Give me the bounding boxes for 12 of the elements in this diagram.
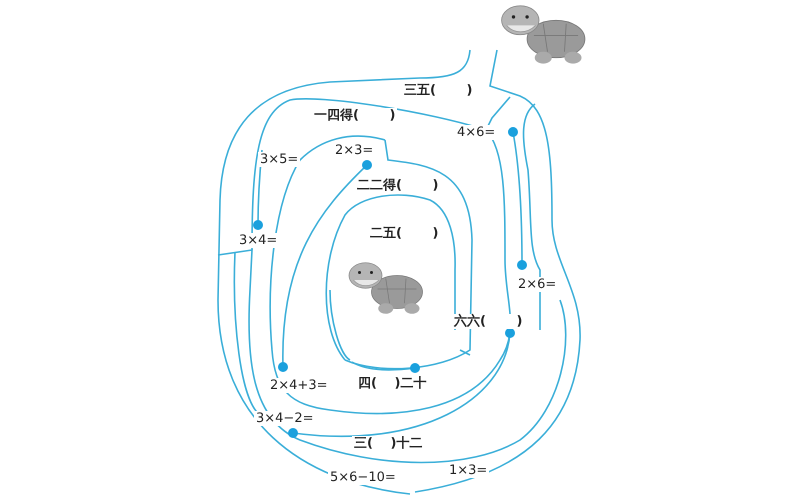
maze-label: 二五( )	[368, 226, 440, 241]
maze-label: 六六( )	[452, 314, 524, 329]
maze-label: 3×5=	[258, 152, 300, 167]
maze-label: 三五( )	[402, 83, 474, 98]
maze-label: 四( )二十	[356, 376, 428, 391]
maze-label: 三( )十二	[352, 436, 424, 451]
maze-label: 3×4−2=	[254, 411, 316, 426]
maze-label: 一四得( )	[312, 108, 398, 123]
maze-label: 3×4=	[237, 233, 280, 248]
maze-label: 二二得( )	[355, 178, 440, 193]
maze-label: 2×4+3=	[268, 378, 330, 393]
maze-label: 1×3=	[447, 463, 490, 478]
